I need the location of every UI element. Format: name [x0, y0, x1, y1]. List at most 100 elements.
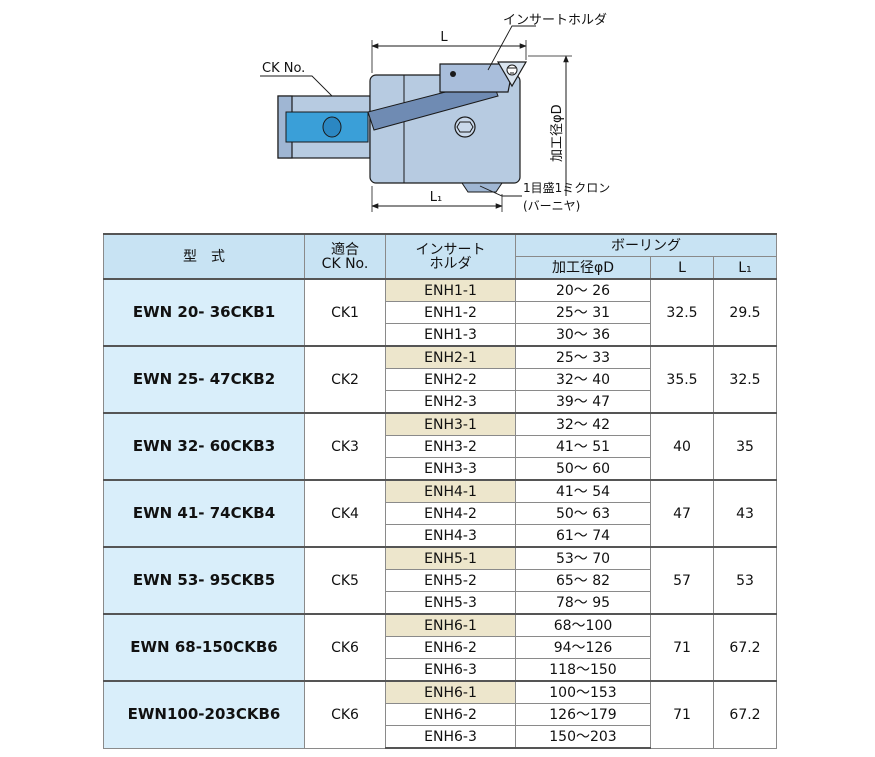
- ck-cell: CK4: [304, 479, 386, 548]
- L1-cell: 43: [712, 479, 778, 548]
- L1-cell: 67.2: [712, 680, 778, 749]
- ck-cell: CK5: [304, 546, 386, 615]
- bore-range-cell: 20～ 26: [515, 278, 651, 302]
- model-cell: EWN 41- 74CKB4: [103, 479, 305, 548]
- bore-diameter-label: 加工径φD: [550, 104, 565, 162]
- bore-range-cell: 118～150: [515, 658, 651, 682]
- header-insert-holder: インサート ホルダ: [385, 233, 516, 280]
- L1-cell: 67.2: [712, 613, 778, 682]
- insert-holder-cell: ENH4-1: [385, 479, 516, 503]
- L-cell: 71: [650, 680, 714, 749]
- bore-range-cell: 78～ 95: [515, 591, 651, 615]
- insert-holder-callout: インサートホルダ: [503, 13, 607, 28]
- ck-cell: CK6: [304, 613, 386, 682]
- bore-range-cell: 39～ 47: [515, 390, 651, 414]
- insert-holder-cell: ENH1-1: [385, 278, 516, 302]
- bore-range-cell: 25～ 33: [515, 345, 651, 369]
- L1-cell: 32.5: [712, 345, 778, 414]
- header-ck-no: 適合 CK No.: [304, 233, 386, 280]
- insert-holder-cell: ENH6-3: [385, 725, 516, 749]
- insert-holder-cell: ENH3-3: [385, 457, 516, 481]
- adjust-screw-icon: [454, 116, 476, 138]
- insert-holder-cell: ENH6-1: [385, 613, 516, 637]
- ck-cell: CK2: [304, 345, 386, 414]
- bore-range-cell: 94～126: [515, 636, 651, 659]
- vernier-callout: (バーニヤ): [523, 199, 580, 213]
- insert-holder-cell: ENH5-2: [385, 569, 516, 592]
- bore-range-cell: 41～ 54: [515, 479, 651, 503]
- header-bore-dia: 加工径φD: [515, 256, 651, 280]
- header-boring: ボーリング: [514, 233, 778, 257]
- bore-range-cell: 65～ 82: [515, 569, 651, 592]
- dim-L1-label: L₁: [430, 190, 442, 205]
- bore-range-cell: 41～ 51: [515, 435, 651, 458]
- insert-holder-cell: ENH6-3: [385, 658, 516, 682]
- L-cell: 47: [650, 479, 714, 548]
- bore-range-cell: 61～ 74: [515, 524, 651, 548]
- insert-holder-cell: ENH6-1: [385, 680, 516, 704]
- bore-range-cell: 30～ 36: [515, 323, 651, 347]
- insert-holder-cell: ENH5-1: [385, 546, 516, 570]
- graduation-callout: 1目盛1ミクロン: [523, 180, 610, 195]
- L1-cell: 53: [712, 546, 778, 615]
- clamp-screw-icon: [322, 116, 342, 138]
- model-cell: EWN 68-150CKB6: [103, 613, 305, 682]
- model-cell: EWN 25- 47CKB2: [103, 345, 305, 414]
- L-cell: 57: [650, 546, 714, 615]
- header-model: 型 式: [103, 233, 305, 280]
- header-L: L: [650, 256, 714, 280]
- insert-holder-cell: ENH6-2: [385, 636, 516, 659]
- L1-cell: 35: [712, 412, 778, 481]
- ck-no-callout: CK No.: [262, 61, 305, 76]
- insert-holder-cell: ENH4-3: [385, 524, 516, 548]
- model-cell: EWN 53- 95CKB5: [103, 546, 305, 615]
- L-cell: 71: [650, 613, 714, 682]
- insert-holder-cell: ENH4-2: [385, 502, 516, 525]
- tool-diagram: L L₁ 加工径φD インサートホルダ CK No. 1目盛1ミクロン (バーニ…: [260, 13, 610, 213]
- dim-L-label: L: [440, 30, 448, 45]
- ck-cell: CK3: [304, 412, 386, 481]
- model-cell: EWN 20- 36CKB1: [103, 278, 305, 347]
- bore-range-cell: 50～ 63: [515, 502, 651, 525]
- L-cell: 35.5: [650, 345, 714, 414]
- bore-range-cell: 25～ 31: [515, 301, 651, 324]
- ck-cell: CK6: [304, 680, 386, 749]
- bore-range-cell: 32～ 40: [515, 368, 651, 391]
- ck-cell: CK1: [304, 278, 386, 347]
- bore-range-cell: 150～203: [515, 725, 651, 749]
- bore-range-cell: 53～ 70: [515, 546, 651, 570]
- L1-cell: 29.5: [712, 278, 778, 347]
- insert-holder-cell: ENH6-2: [385, 703, 516, 726]
- spec-table: 型 式 適合 CK No. インサート ホルダ ボーリング 加工径φD L L₁…: [103, 233, 778, 749]
- insert-holder-cell: ENH3-2: [385, 435, 516, 458]
- insert-holder-cell: ENH1-2: [385, 301, 516, 324]
- bore-range-cell: 126～179: [515, 703, 651, 726]
- insert-holder-cell: ENH2-3: [385, 390, 516, 414]
- insert-holder-cell: ENH5-3: [385, 591, 516, 615]
- insert-holder-cell: ENH3-1: [385, 412, 516, 436]
- L-cell: 40: [650, 412, 714, 481]
- bore-range-cell: 32～ 42: [515, 412, 651, 436]
- vernier-scale: [461, 182, 503, 193]
- insert-holder-cell: ENH1-3: [385, 323, 516, 347]
- model-cell: EWN 32- 60CKB3: [103, 412, 305, 481]
